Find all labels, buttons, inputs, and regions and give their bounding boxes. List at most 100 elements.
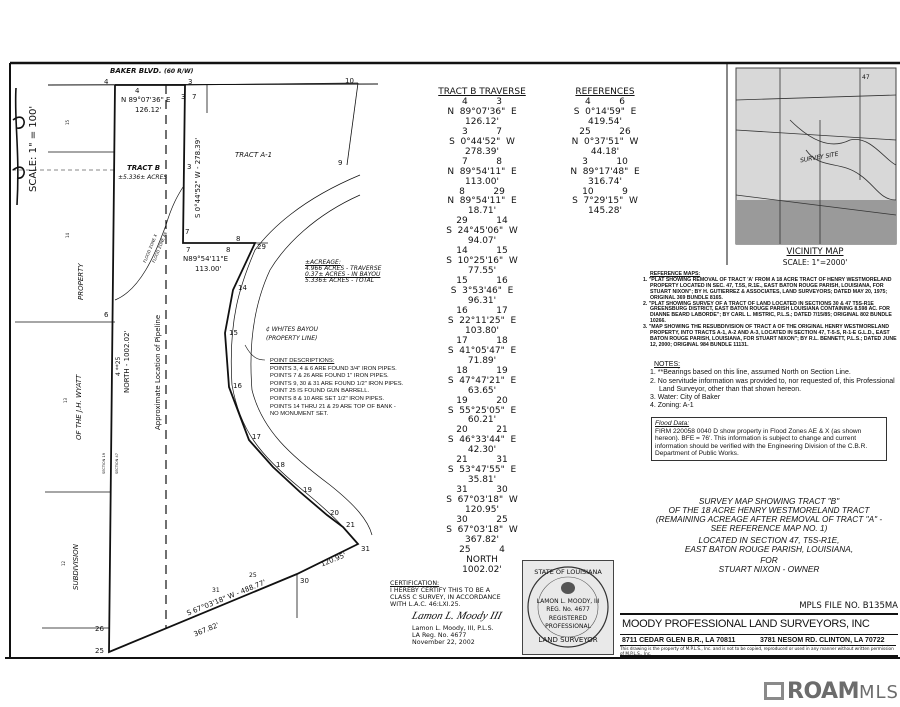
survey-point-label: 7	[192, 93, 197, 101]
row-points: 4 6	[584, 96, 626, 107]
survey-point-label: 3	[181, 93, 186, 101]
east-line-label: S 0°44'52" W - 278.39'	[194, 137, 202, 218]
row-bearing: NORTH	[466, 554, 498, 565]
certification-line: I HEREBY CERTIFY THIS TO BE A	[390, 587, 491, 594]
row-points: 19 20	[456, 395, 508, 406]
west-line-label: NORTH - 1002.02'	[123, 330, 131, 394]
row-distance: 367.82'	[465, 534, 499, 545]
point-description-line: POINT 25 IS FOUND GUN BARRELL.	[270, 388, 370, 395]
north-arrow-icon	[12, 87, 25, 206]
row-bearing: S 22°11'25" E	[447, 315, 517, 326]
row-distance: 120.95'	[465, 505, 499, 516]
row-points: 18 19	[456, 365, 508, 376]
survey-point-label: 18	[276, 461, 285, 469]
title-line: SEE REFERENCE MAP NO. 1)	[710, 523, 828, 533]
row-bearing: S 46°33'44" E	[447, 435, 517, 446]
tract-a1-label: TRACT A-1	[235, 151, 273, 159]
row-bearing: S 41°05'47" E	[447, 345, 517, 356]
west-line-points: 4 **25	[115, 356, 122, 376]
row-distance: 18.71'	[467, 206, 497, 217]
survey-point-label: 7	[186, 246, 191, 254]
note-item: 4. Zoning: A-1	[650, 402, 694, 410]
row-points: 8 29	[459, 186, 505, 197]
row-distance: 94.07'	[467, 236, 497, 247]
row-bearing: N 89°54'11" E	[447, 166, 517, 177]
row-distance: 1002.02'	[462, 564, 502, 575]
roam-brand: ROAM	[787, 679, 859, 704]
bayou-bank-west	[230, 174, 361, 545]
adjacent-label: PROPERTY	[77, 263, 85, 300]
row-points: 25 26	[579, 126, 631, 137]
row-bearing: N 0°37'51" W	[571, 136, 639, 147]
point-description-line: POINTS 14 THRU 21 & 29 ARE TOP OF BANK -	[270, 403, 396, 410]
survey-point-label: 10	[345, 77, 354, 85]
row-points: 17 18	[456, 335, 508, 346]
survey-point-label: 14	[238, 284, 247, 292]
survey-point-label: 8	[226, 246, 231, 254]
survey-point-label: 31	[361, 545, 370, 553]
row-points: 7 8	[461, 156, 503, 167]
vicinity-map-image	[735, 67, 897, 245]
vicinity-map-scale: SCALE: 1"=2000'	[782, 258, 848, 267]
reference-map-item: 2. "PLAT SHOWING SURVEY OF A TRACT OF LA…	[643, 300, 892, 325]
acreage-line: 4.966 ACRES - TRAVERSE	[305, 265, 382, 272]
survey-point-label: 8	[236, 235, 241, 243]
row-distance: 60.21'	[467, 415, 497, 426]
row-points: 3 10	[582, 156, 628, 167]
traverse-title: TRACT B TRAVERSE	[438, 87, 526, 97]
survey-point-label: 16	[233, 382, 242, 390]
survey-point-label: 21	[346, 521, 355, 529]
bayou-bank-east	[250, 194, 373, 536]
firm-address-2: 3781 NESOM RD. CLINTON, LA 70722	[760, 637, 885, 644]
flood-data-text: FIRM 220058 0040 D show property in Floo…	[655, 427, 868, 458]
row-distance: 126.12'	[465, 116, 499, 127]
north-line-distance: 126.12'	[135, 106, 162, 114]
south-line-point: 25	[249, 572, 257, 579]
point-description-line: POINTS 3, 4 & 6 ARE FOUND 3/4" IRON PIPE…	[270, 365, 397, 372]
row-points: 25 4	[459, 544, 505, 555]
roam-logo-icon	[764, 682, 784, 700]
point-description-line: NO MONUMENT SET.	[270, 411, 329, 418]
row-distance: 35.81'	[467, 475, 497, 486]
row-bearing: S 24°45'06" W	[446, 226, 518, 237]
certification-block: CERTIFICATION: I HEREBY CERTIFY THIS TO …	[390, 580, 501, 608]
acreage-block: ±ACREAGE: 4.966 ACRES - TRAVERSE 0.37± A…	[305, 260, 381, 284]
adjacent-label: OF THE J.H. WYATT	[75, 374, 83, 440]
survey-point-label: 3	[187, 163, 192, 171]
acreage-title: ±ACREAGE:	[305, 259, 341, 266]
tract-a1-east-line	[346, 82, 359, 166]
row-bearing: S 7°29'15" W	[572, 196, 638, 207]
survey-point-label: 20	[330, 509, 339, 517]
signer-block: Lamon L. Moody, III, P.L.S. LA Reg. No. …	[412, 625, 494, 647]
row-bearing: N 89°54'11" E	[447, 196, 517, 207]
note-item: 2. No servitude information was provided…	[650, 377, 895, 393]
roam-mls-logo: ROAMMLS	[764, 679, 899, 704]
section-label: SECTION 47	[115, 453, 119, 474]
lot-number: 15	[65, 119, 70, 125]
acreage-line: 0.37± ACRES - IN BAYOU	[305, 271, 381, 278]
reference-map-item: 1. "PLAT SHOWING REMOVAL OF TRACT 'A' FR…	[643, 276, 892, 301]
survey-point-label: 29	[257, 243, 266, 251]
pipeline-label: Approximate Location of Pipeline	[154, 314, 162, 430]
lot-number: 13	[63, 397, 68, 403]
flood-data-box: Flood Data: FIRM 220058 0040 D show prop…	[651, 417, 887, 461]
survey-point-label: 7	[185, 228, 190, 236]
tract-a1-north-line	[184, 82, 359, 86]
survey-point-label: 25	[95, 647, 104, 655]
row-distance: 103.80'	[465, 325, 499, 336]
row-distance: 419.54'	[588, 116, 622, 127]
row-bearing: S 55°25'05" E	[447, 405, 517, 416]
row-points: 3 7	[461, 126, 503, 137]
seal-line: REGISTERED	[548, 615, 588, 622]
